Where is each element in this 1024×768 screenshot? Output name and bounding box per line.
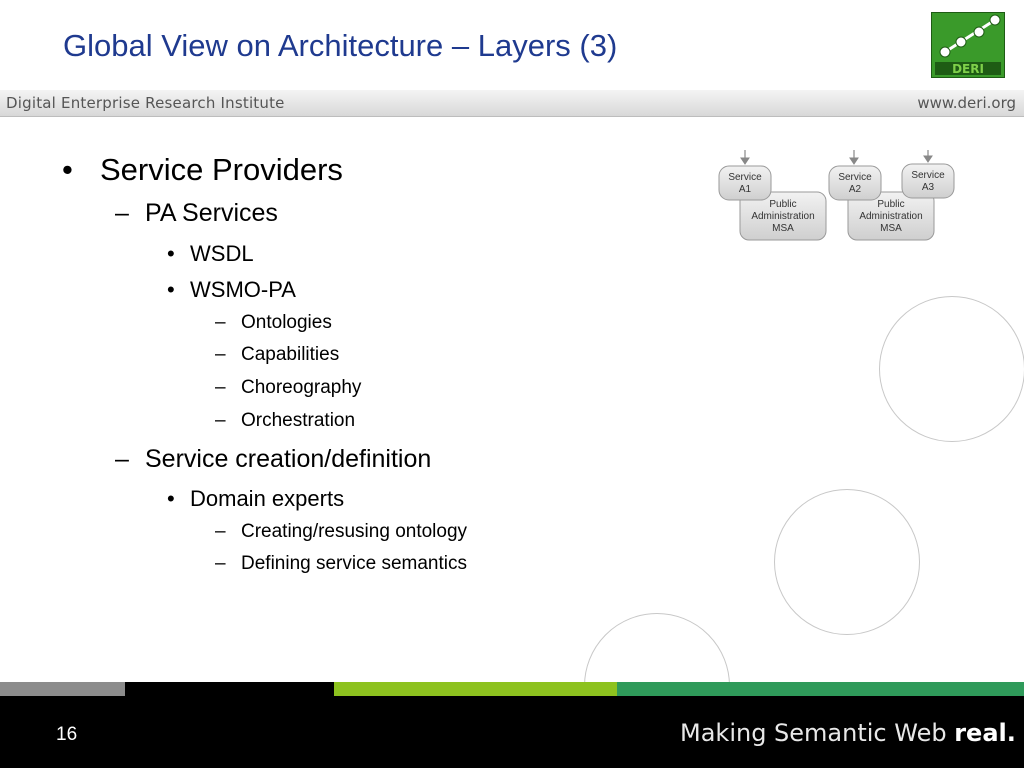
svg-text:A2: A2 — [849, 184, 862, 195]
tagline-emphasis: real. — [954, 719, 1016, 747]
list-item: – Defining service semantics — [215, 553, 467, 575]
list-item: – Creating/resusing ontology — [215, 521, 467, 543]
bullet-marker: • — [62, 152, 73, 187]
input-arrow-icon — [849, 150, 859, 165]
service-box-a1: Service A1 — [718, 165, 772, 201]
svg-text:Service: Service — [911, 170, 945, 181]
slide-title: Global View on Architecture – Layers (3) — [63, 28, 618, 63]
list-item: – Ontologies — [215, 312, 332, 334]
list-item: – Service creation/definition — [115, 445, 431, 474]
msa-box-left: Public Administration MSA — [739, 191, 827, 241]
dash-marker: – — [215, 377, 226, 398]
tagline-prefix: Making Semantic Web — [680, 719, 955, 747]
strip-gray — [0, 682, 125, 696]
service-box-a3: Service A3 — [901, 163, 955, 199]
bullet-marker: • — [167, 241, 175, 266]
dash-marker: – — [115, 199, 129, 227]
list-item-text: Orchestration — [241, 410, 356, 431]
list-item: – PA Services — [115, 199, 278, 228]
dash-marker: – — [215, 312, 226, 333]
institute-name: Digital Enterprise Research Institute — [6, 94, 285, 112]
list-item-text: WSDL — [190, 241, 254, 266]
list-item-text: Defining service semantics — [241, 553, 467, 574]
footer-band — [0, 696, 1024, 768]
input-arrow-icon — [923, 150, 933, 163]
list-item-text: Choreography — [241, 377, 362, 398]
list-item: • WSDL — [167, 241, 254, 267]
strip-lime — [334, 682, 617, 696]
list-item-text: Service creation/definition — [145, 445, 432, 473]
dash-marker: – — [215, 410, 226, 431]
deri-logo: DERI — [931, 12, 1005, 78]
svg-text:Service: Service — [838, 172, 872, 183]
svg-text:Administration: Administration — [751, 211, 814, 222]
svg-text:A1: A1 — [739, 184, 752, 195]
dash-marker: – — [215, 521, 226, 542]
list-item-text: Capabilities — [241, 344, 340, 365]
bullet-marker: • — [167, 277, 175, 302]
architecture-diagram: Public Administration MSA Public Adminis… — [718, 150, 955, 241]
svg-text:Public: Public — [877, 199, 904, 210]
list-item: • WSMO-PA — [167, 277, 296, 303]
institute-url: www.deri.org — [917, 94, 1016, 112]
decorative-circle — [879, 296, 1024, 442]
list-item-text: Creating/resusing ontology — [241, 521, 468, 542]
svg-text:A3: A3 — [922, 182, 935, 193]
svg-text:MSA: MSA — [880, 223, 902, 234]
list-item: – Capabilities — [215, 344, 339, 366]
list-item-text: PA Services — [145, 199, 278, 227]
strip-green — [617, 682, 1024, 696]
service-box-a2: Service A2 — [828, 165, 882, 201]
list-item-text: Ontologies — [241, 312, 332, 333]
svg-text:Public: Public — [769, 199, 796, 210]
msa-box-right: Public Administration MSA — [847, 191, 935, 241]
list-item-text: Domain experts — [190, 486, 345, 511]
list-item-text: WSMO-PA — [190, 277, 296, 302]
svg-text:Service: Service — [728, 172, 762, 183]
svg-text:MSA: MSA — [772, 223, 794, 234]
dash-marker: – — [115, 445, 129, 473]
list-item-text: Service Providers — [100, 152, 343, 187]
institute-band — [0, 90, 1024, 117]
dash-marker: – — [215, 344, 226, 365]
page-number: 16 — [56, 724, 78, 745]
logo-text: DERI — [952, 62, 984, 76]
list-item: – Orchestration — [215, 410, 355, 432]
svg-text:Administration: Administration — [859, 211, 922, 222]
tagline: Making Semantic Web real. — [680, 719, 1016, 747]
footer-color-strips — [0, 682, 1024, 696]
list-item: • Service Providers — [62, 152, 343, 188]
list-item: – Choreography — [215, 377, 361, 399]
dash-marker: – — [215, 553, 226, 574]
list-item: • Domain experts — [167, 486, 344, 512]
bullet-marker: • — [167, 486, 175, 511]
decorative-circle — [774, 489, 920, 635]
strip-black — [125, 682, 334, 696]
input-arrow-icon — [740, 150, 750, 165]
